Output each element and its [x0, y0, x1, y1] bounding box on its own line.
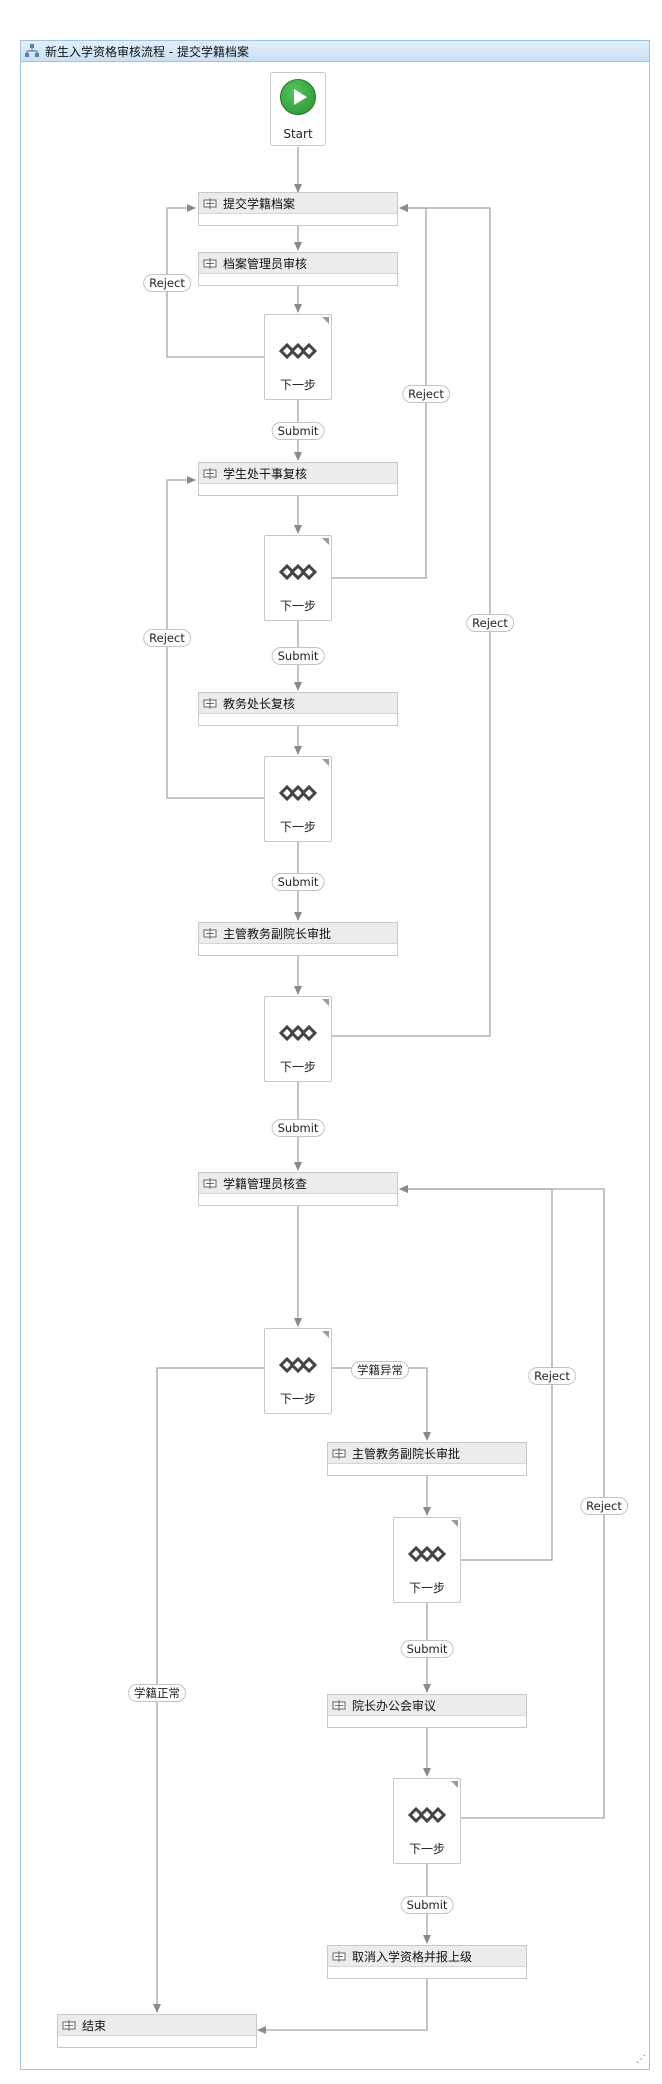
activity-icon [203, 927, 217, 939]
edge-label-submit-4[interactable]: Submit [271, 1119, 325, 1137]
activity-dean-meeting[interactable]: 院长办公会审议 [327, 1694, 527, 1728]
edge-label-reject-4[interactable]: Reject [466, 614, 514, 632]
connector-d5-normal [153, 1367, 264, 2013]
resize-grip-icon[interactable]: ⋰ [636, 2054, 646, 2065]
workflow-title: 新生入学资格审核流程 - 提交学籍档案 [45, 44, 249, 59]
activity-submit-records[interactable]: 提交学籍档案 [198, 192, 398, 226]
flowchart-switch-icon [408, 1545, 447, 1563]
decision-node-6[interactable]: 下一步 [393, 1517, 461, 1603]
activity-registrar-check[interactable]: 学籍管理员核查 [198, 1172, 398, 1206]
flowchart-switch-icon [279, 1024, 318, 1042]
edge-label-submit-2[interactable]: Submit [271, 647, 325, 665]
play-icon [280, 79, 316, 115]
decision-node-4[interactable]: 下一步 [264, 996, 332, 1082]
decision-label: 下一步 [279, 378, 316, 392]
activity-label: 学籍管理员核查 [223, 1176, 308, 1191]
decision-label: 下一步 [279, 1392, 316, 1406]
flowchart-switch-icon [408, 1806, 447, 1824]
flowchart-switch-icon [279, 1356, 318, 1374]
activity-academic-director-recheck[interactable]: 教务处长复核 [198, 692, 398, 726]
activity-icon [332, 1699, 346, 1711]
edge-label-reject-2[interactable]: Reject [402, 385, 450, 403]
activity-label: 结束 [82, 2018, 107, 2033]
start-label: Start [283, 127, 313, 141]
activity-label: 教务处长复核 [223, 696, 296, 711]
edge-label-normal[interactable]: 学籍正常 [128, 1684, 186, 1702]
edge-label-reject-3[interactable]: Reject [143, 629, 191, 647]
decision-label: 下一步 [408, 1581, 445, 1595]
flowchart-switch-icon [279, 342, 318, 360]
decision-node-2[interactable]: 下一步 [264, 535, 332, 621]
edge-label-reject-6[interactable]: Reject [580, 1497, 628, 1515]
activity-label: 学生处干事复核 [223, 466, 308, 481]
connector-a9-end [257, 1977, 428, 2034]
decision-label: 下一步 [279, 820, 316, 834]
activity-label: 主管教务副院长审批 [352, 1446, 461, 1461]
decision-label: 下一步 [279, 1060, 316, 1074]
activity-label: 院长办公会审议 [352, 1698, 437, 1713]
activity-student-affairs-recheck[interactable]: 学生处干事复核 [198, 462, 398, 496]
decision-node-7[interactable]: 下一步 [393, 1778, 461, 1864]
decision-label: 下一步 [279, 599, 316, 613]
activity-icon [203, 1177, 217, 1189]
activity-icon [62, 2019, 76, 2031]
activity-archivist-review[interactable]: 档案管理员审核 [198, 252, 398, 286]
flowchart-switch-icon [279, 784, 318, 802]
activity-label: 档案管理员审核 [223, 256, 308, 271]
decision-node-1[interactable]: 下一步 [264, 314, 332, 400]
activity-icon [203, 257, 217, 269]
workflow-title-bar: 新生入学资格审核流程 - 提交学籍档案 [20, 40, 650, 62]
workflow-icon [25, 44, 39, 57]
edge-label-submit-5[interactable]: Submit [400, 1640, 454, 1658]
activity-icon [332, 1950, 346, 1962]
flowchart-switch-icon [279, 563, 318, 581]
decision-node-3[interactable]: 下一步 [264, 756, 332, 842]
activity-icon [332, 1447, 346, 1459]
activity-cancel-admission[interactable]: 取消入学资格并报上级 [327, 1945, 527, 1979]
activity-label: 取消入学资格并报上级 [352, 1949, 473, 1964]
edge-label-reject-5[interactable]: Reject [528, 1367, 576, 1385]
activity-icon [203, 197, 217, 209]
start-node[interactable]: Start [270, 72, 326, 146]
edge-label-submit-6[interactable]: Submit [400, 1896, 454, 1914]
decision-label: 下一步 [408, 1842, 445, 1856]
edge-label-abnormal[interactable]: 学籍异常 [351, 1361, 409, 1379]
edge-label-submit-1[interactable]: Submit [271, 422, 325, 440]
edge-label-reject-1[interactable]: Reject [143, 274, 191, 292]
decision-node-5[interactable]: 下一步 [264, 1328, 332, 1414]
activity-icon [203, 467, 217, 479]
activity-label: 主管教务副院长审批 [223, 926, 332, 941]
activity-end[interactable]: 结束 [57, 2014, 257, 2048]
activity-label: 提交学籍档案 [223, 196, 296, 211]
activity-icon [203, 697, 217, 709]
activity-vice-dean-approval[interactable]: 主管教务副院长审批 [198, 922, 398, 956]
edge-label-submit-3[interactable]: Submit [271, 873, 325, 891]
activity-vice-dean-approval-2[interactable]: 主管教务副院长审批 [327, 1442, 527, 1476]
workflow-canvas [20, 40, 650, 2070]
